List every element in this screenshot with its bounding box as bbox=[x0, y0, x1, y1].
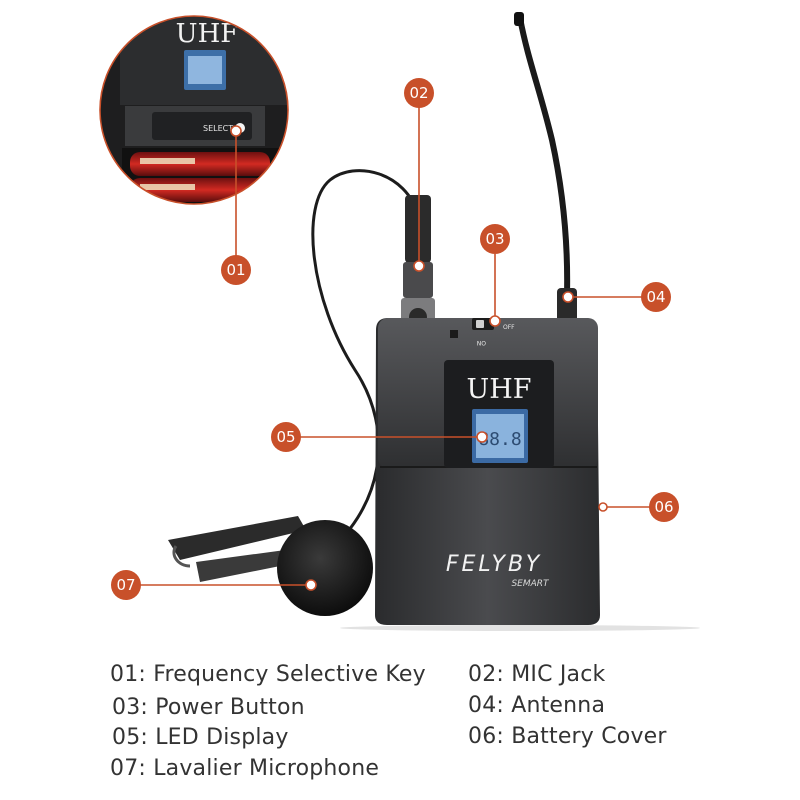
lavalier-microphone bbox=[168, 516, 373, 616]
foam-windscreen bbox=[277, 520, 373, 616]
inset-magnifier: UHF SELECT bbox=[99, 15, 289, 205]
tie-clip bbox=[168, 516, 306, 560]
mic-jack-connector bbox=[401, 195, 435, 326]
callout-05: 05 bbox=[271, 422, 301, 452]
switch-off-label: OFF bbox=[503, 324, 515, 331]
power-switch[interactable] bbox=[476, 320, 484, 328]
brand-sublogo: SEMART bbox=[511, 579, 550, 589]
callout-02: 02 bbox=[404, 78, 434, 108]
transmitter-body: ON OFF UHF 88.8 FELYBY SEMART bbox=[375, 318, 600, 625]
antenna bbox=[514, 12, 577, 326]
leader-lines bbox=[140, 107, 650, 586]
callout-05-number: 05 bbox=[276, 428, 295, 446]
mic-cable bbox=[311, 169, 420, 562]
brand-logo: FELYBY bbox=[446, 552, 542, 577]
callout-04-number: 04 bbox=[646, 288, 665, 306]
callout-06: 06 bbox=[649, 492, 679, 522]
switch-on-label: ON bbox=[477, 339, 486, 346]
legend-item-04: 04: Antenna bbox=[468, 693, 606, 718]
legend-item-03: 03: Power Button bbox=[112, 695, 305, 720]
callout-06-number: 06 bbox=[654, 498, 673, 516]
callout-04: 04 bbox=[641, 282, 671, 312]
legend-item-05: 05: LED Display bbox=[112, 725, 289, 750]
inset-uhf-label: UHF bbox=[176, 19, 239, 49]
callout-02-number: 02 bbox=[409, 84, 428, 102]
legend-item-02: 02: MIC Jack bbox=[468, 662, 606, 687]
legend-item-07: 07: Lavalier Microphone bbox=[110, 756, 380, 781]
lcd-readout: 88.8 bbox=[478, 429, 521, 450]
legend-item-01: 01: Frequency Selective Key bbox=[110, 662, 426, 687]
callout-01: 01 bbox=[221, 255, 251, 285]
inset-select-label: SELECT bbox=[203, 124, 233, 133]
legend-item-06: 06: Battery Cover bbox=[468, 724, 667, 749]
uhf-label: UHF bbox=[466, 374, 531, 405]
callout-03-number: 03 bbox=[485, 230, 504, 248]
callout-07: 07 bbox=[111, 570, 141, 600]
callout-01-number: 01 bbox=[226, 261, 245, 279]
callout-anchors bbox=[230, 125, 608, 591]
callout-03: 03 bbox=[480, 224, 510, 254]
inset-ring bbox=[99, 15, 289, 205]
callout-07-number: 07 bbox=[116, 576, 135, 594]
